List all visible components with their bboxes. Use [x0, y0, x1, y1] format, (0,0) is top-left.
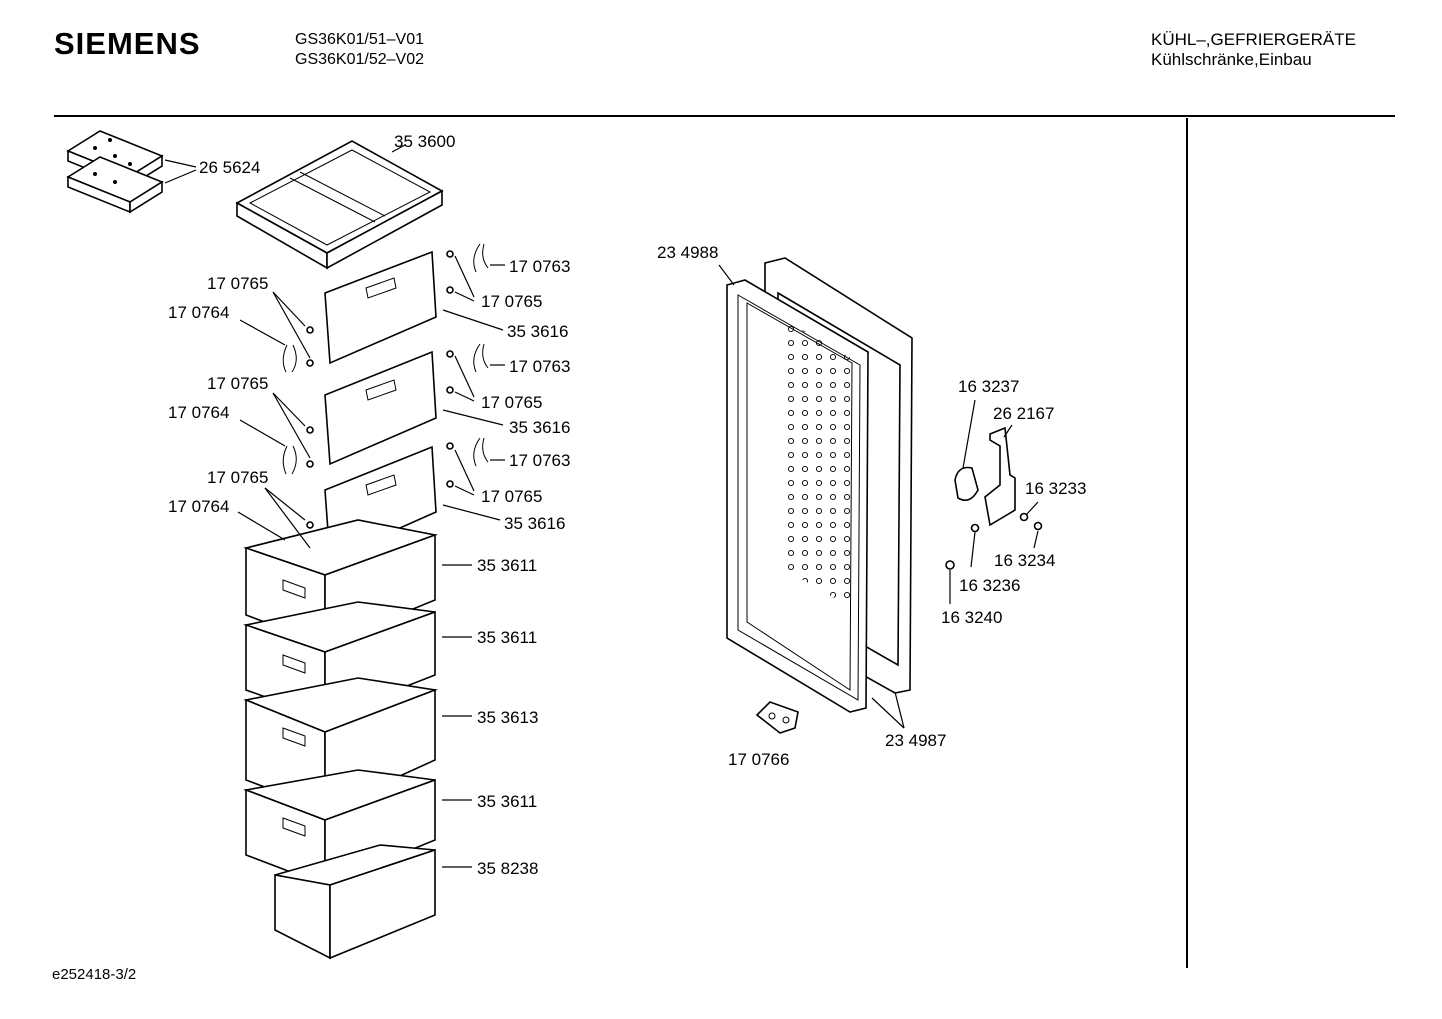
label-353611-b: 35 3611	[477, 628, 537, 647]
label-170764-c: 17 0764	[168, 497, 229, 516]
clip-part	[755, 701, 799, 734]
label-163237: 16 3237	[958, 377, 1019, 396]
label-170765-d: 17 0765	[207, 374, 268, 393]
label-353613: 35 3613	[477, 708, 538, 727]
label-170764-b: 17 0764	[168, 403, 229, 422]
label-163236: 16 3236	[959, 576, 1020, 595]
label-170765-a: 17 0765	[481, 292, 542, 311]
flap-part-2	[282, 343, 489, 475]
label-353611-c: 35 3611	[477, 792, 537, 811]
label-353616-b: 35 3616	[509, 418, 570, 437]
label-262167: 26 2167	[993, 404, 1054, 423]
label-170765-b: 17 0765	[207, 274, 268, 293]
label-234987: 23 4987	[885, 731, 946, 750]
label-234988: 23 4988	[657, 243, 718, 262]
label-170763-c: 17 0763	[509, 451, 570, 470]
shelf-cover-part	[235, 140, 444, 270]
brand-logo: SIEMENS	[54, 26, 201, 61]
model-number-2: GS36K01/52–V02	[295, 51, 424, 68]
label-163240: 16 3240	[941, 608, 1002, 627]
label-170763-b: 17 0763	[509, 357, 570, 376]
label-170765-f: 17 0765	[207, 468, 268, 487]
label-353616-a: 35 3616	[507, 322, 568, 341]
diagram-reference: e252418-3/2	[52, 966, 137, 983]
label-163233: 16 3233	[1025, 479, 1086, 498]
label-170765-c: 17 0765	[481, 393, 542, 412]
model-number-1: GS36K01/51–V01	[295, 31, 424, 48]
hinge-bracket-part	[945, 426, 1043, 570]
door-dimple-pattern	[785, 320, 858, 610]
label-170766: 17 0766	[728, 750, 789, 769]
label-358238: 35 8238	[477, 859, 538, 878]
leader-lines	[164, 144, 1039, 868]
flap-part-1	[282, 243, 489, 373]
label-170765-e: 17 0765	[481, 487, 542, 506]
label-170763-a: 17 0763	[509, 257, 570, 276]
drawer-part-5	[274, 844, 436, 960]
hinge-block-part	[66, 130, 164, 214]
label-353611-a: 35 3611	[477, 556, 537, 575]
label-170764-a: 17 0764	[168, 303, 229, 322]
label-353600: 35 3600	[394, 132, 455, 151]
category-title: KÜHL–,GEFRIERGERÄTE	[1151, 30, 1356, 49]
category-subtitle: Kühlschränke,Einbau	[1151, 50, 1312, 69]
label-353616-c: 35 3616	[504, 514, 565, 533]
label-163234: 16 3234	[994, 551, 1055, 570]
label-265624: 26 5624	[199, 158, 260, 177]
